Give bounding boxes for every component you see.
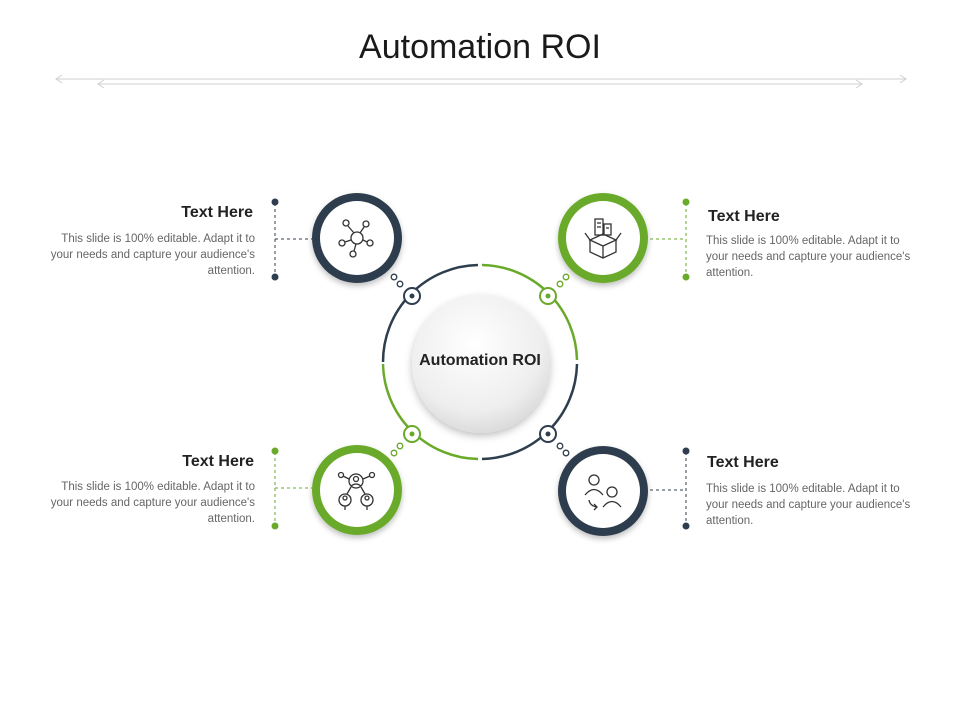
title-divider	[55, 74, 907, 89]
item-heading-bottom-left: Text Here	[182, 453, 254, 470]
center-label: Automation ROI	[419, 352, 541, 369]
ring-marker-br	[539, 425, 570, 457]
connector-bottom-left	[271, 447, 312, 530]
team-exchange-icon	[584, 474, 622, 511]
center-circle	[412, 295, 550, 433]
network-nodes-icon	[338, 219, 374, 258]
item-body-bottom-right: This slide is 100% editable. Adapt it to…	[706, 483, 911, 527]
connector-bottom-right	[650, 447, 690, 530]
ring-marker-bl	[390, 425, 421, 457]
item-heading-top-right: Text Here	[708, 208, 780, 225]
connected-people-icon	[337, 471, 376, 510]
item-body-bottom-left: This slide is 100% editable. Adapt it to…	[50, 481, 255, 525]
connector-top-right	[650, 198, 690, 281]
city-box-icon	[584, 218, 622, 259]
connector-top-left	[271, 198, 312, 281]
item-body-top-left: This slide is 100% editable. Adapt it to…	[50, 233, 255, 277]
icon-circle-bottom-left	[312, 445, 402, 535]
ring-marker-tr	[539, 273, 570, 305]
ring-marker-tl	[390, 273, 421, 305]
icon-circle-bottom-right	[558, 446, 648, 536]
item-body-top-right: This slide is 100% editable. Adapt it to…	[706, 235, 911, 279]
item-heading-top-left: Text Here	[181, 204, 253, 221]
item-heading-bottom-right: Text Here	[707, 454, 779, 471]
page-title: Automation ROI	[359, 28, 601, 66]
icon-circle-top-right	[558, 193, 648, 283]
icon-circle-top-left	[312, 193, 402, 283]
